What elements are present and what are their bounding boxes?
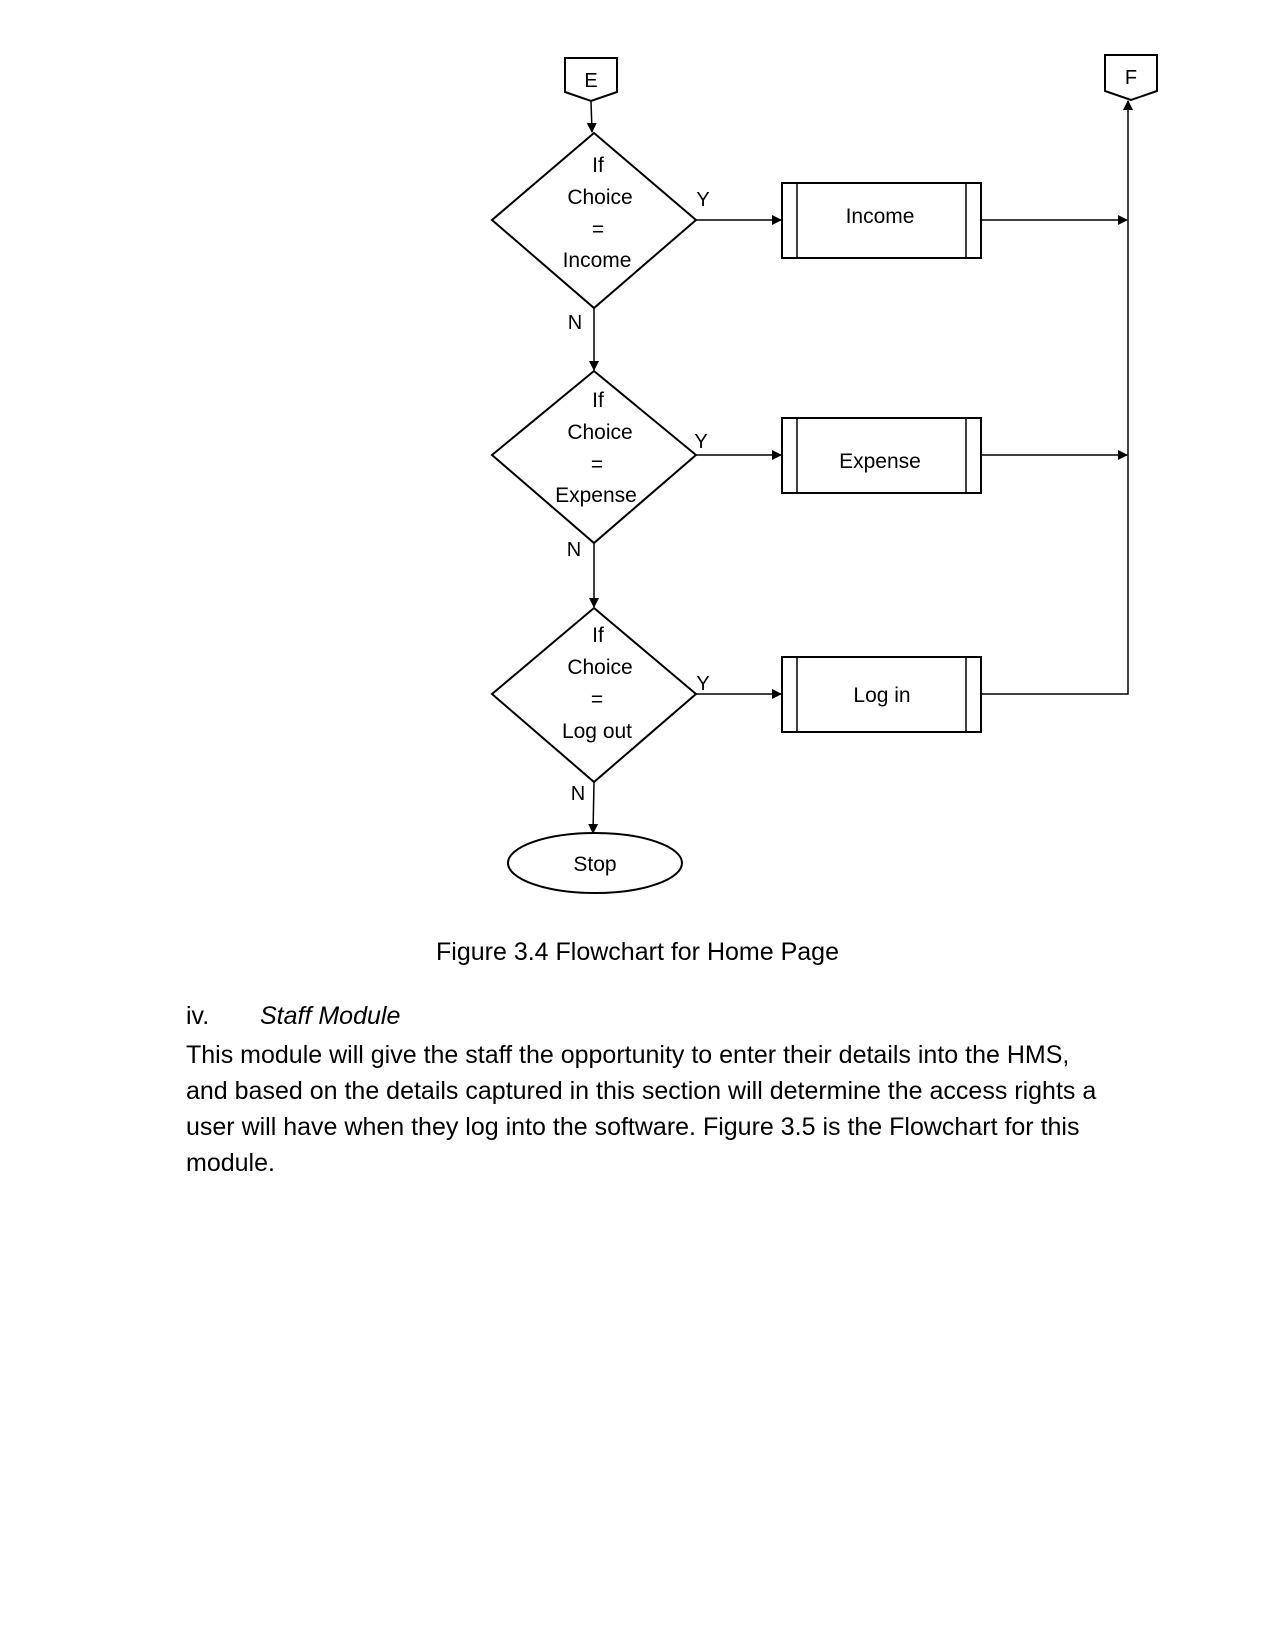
section-heading: iv. Staff Module xyxy=(186,1002,400,1031)
decision-1-line-4: Income xyxy=(563,249,632,272)
process-log-in-label: Log in xyxy=(853,684,910,707)
decision-3-line-3: = xyxy=(591,688,603,711)
figure-caption: Figure 3.4 Flowchart for Home Page xyxy=(436,938,839,966)
section-number: iv. xyxy=(186,1002,210,1030)
terminal-stop-label: Stop xyxy=(573,853,616,876)
decision-2-yes-label: Y xyxy=(694,431,707,453)
process-expense-label: Expense xyxy=(839,450,921,473)
connector-f-label: F xyxy=(1125,67,1137,89)
decision-3-line-1: If xyxy=(592,624,604,647)
terminal-stop: Stop xyxy=(507,832,683,894)
decision-1-no-label: N xyxy=(568,312,582,334)
decision-1-line-3: = xyxy=(592,218,604,241)
decision-income: If Choice = Income xyxy=(490,131,698,310)
process-income: Income xyxy=(781,182,982,259)
decision-2-line-2: Choice xyxy=(567,421,632,444)
arrow-decision-3-no xyxy=(588,781,599,834)
decision-3-line-2: Choice xyxy=(567,656,632,679)
decision-2-line-3: = xyxy=(591,453,603,476)
flowchart: E F If Choice = Income Y N Income If Cho… xyxy=(490,54,1158,894)
connector-e: E xyxy=(564,57,618,103)
connector-e-label: E xyxy=(584,70,597,92)
decision-2-no-label: N xyxy=(567,539,581,561)
section-title: Staff Module xyxy=(260,1002,401,1030)
decision-1-line-1: If xyxy=(592,154,604,177)
decision-3-yes-label: Y xyxy=(696,673,709,695)
decision-2-line-1: If xyxy=(592,389,604,412)
decision-3-no-label: N xyxy=(571,783,585,805)
arrow-e-to-decision-1 xyxy=(586,100,597,133)
section-paragraph: This module will give the staff the oppo… xyxy=(186,1041,1097,1177)
decision-2-line-4: Expense xyxy=(555,484,637,507)
line-log-in-to-bus xyxy=(981,100,1133,695)
decision-log-out: If Choice = Log out xyxy=(490,606,698,784)
process-income-label: Income xyxy=(846,205,915,228)
connector-f: F xyxy=(1104,54,1158,102)
decision-expense: If Choice = Expense xyxy=(490,369,698,545)
process-log-in: Log in xyxy=(781,656,982,733)
decision-3-line-4: Log out xyxy=(562,720,632,743)
decision-1-yes-label: Y xyxy=(696,189,709,211)
process-expense: Expense xyxy=(781,417,982,494)
decision-1-line-2: Choice xyxy=(567,186,632,209)
